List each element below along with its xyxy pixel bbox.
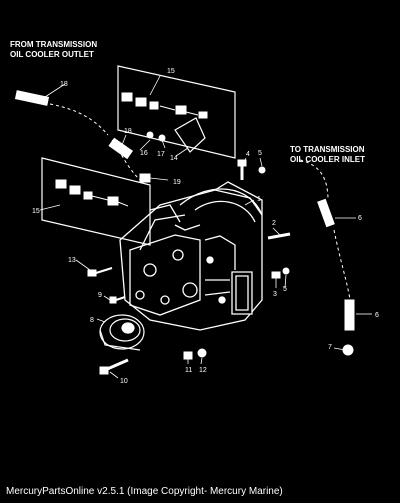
transmission-housing [120,182,262,330]
callout: 18 [124,128,132,135]
callout: 15 [32,208,40,215]
callout: 18 [60,81,68,88]
fittings-lower [56,180,128,206]
middle-fitting [109,138,150,182]
callout: 5 [258,150,262,157]
footer-copyright: MercuryPartsOnline v2.5.1 (Image Copyrig… [6,486,283,497]
callout: 3 [273,291,277,298]
callout: 6 [358,215,362,222]
callout: 19 [173,179,181,186]
callout: 2 [272,220,276,227]
callout: 15 [167,68,175,75]
to-inlet-line2: OIL COOLER INLET [290,155,365,164]
fittings-upper [122,93,207,118]
callout: 16 [140,150,148,157]
leader-lines [40,76,372,378]
from-outlet-label: FROM TRANSMISSION OIL COOLER OUTLET [10,41,97,59]
callout: 9 [98,292,102,299]
outlet-fitting [16,91,140,180]
callout: 11 [185,367,192,374]
callout: 8 [90,317,94,324]
inlet-fittings [300,160,354,355]
callout: 1 [257,196,261,203]
callout: 13 [68,257,76,264]
pulley-8 [100,315,144,350]
callout: 14 [170,155,178,162]
from-outlet-line1: FROM TRANSMISSION [10,40,98,49]
hardware-panel-lower [42,158,150,245]
callout: 10 [120,378,128,385]
callout: 4 [246,151,250,158]
from-outlet-line2: OIL COOLER OUTLET [10,50,94,59]
bracket-14 [175,118,205,152]
bolt-10 [100,360,128,374]
to-inlet-label: TO TRANSMISSION OIL COOLER INLET [290,146,365,164]
callout: 5 [283,286,287,293]
callout: 12 [199,367,207,374]
callout: 6 [375,312,379,319]
callout: 17 [157,151,165,158]
to-inlet-line1: TO TRANSMISSION [290,145,365,154]
callout: 7 [328,344,332,351]
hardware-panel-upper [118,66,235,158]
callout-numbers: 15 18 18 16 17 14 19 15 1 4 5 2 6 13 9 8… [32,68,379,385]
